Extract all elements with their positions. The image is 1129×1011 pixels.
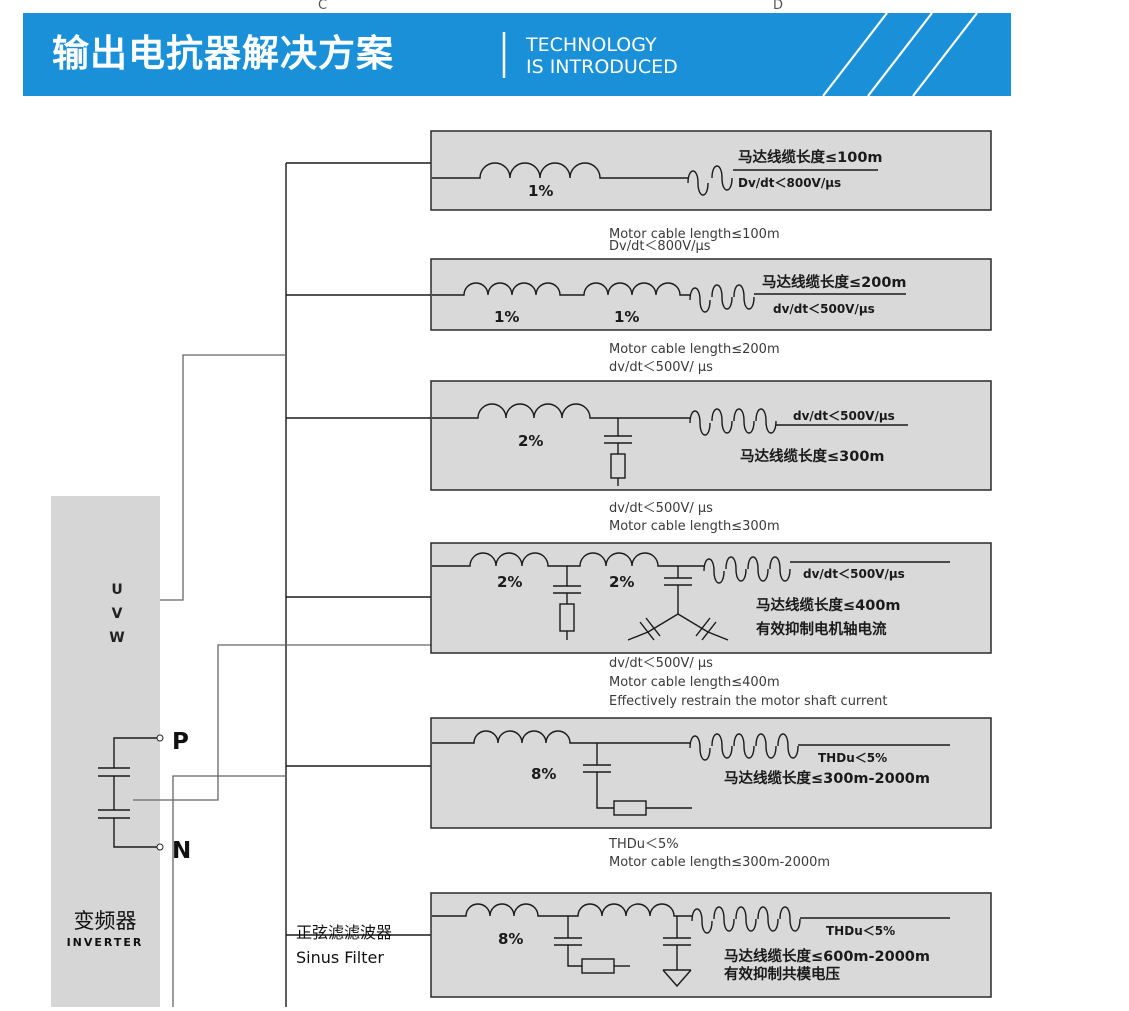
thdu-spec: THDu＜5% bbox=[818, 751, 887, 765]
cable-wave-icon bbox=[687, 165, 733, 196]
banner-title: 输出电抗器解决方案 bbox=[52, 32, 394, 75]
solution-3: 2% dv/dt＜500V/μs 马达线缆长度≤300m bbox=[430, 380, 992, 491]
reactor-pct-1: 1% bbox=[494, 308, 519, 326]
solution-4-en-line-3: Effectively restrain the motor shaft cur… bbox=[609, 694, 887, 709]
shaft-current-note-cn: 有效抑制电机轴电流 bbox=[756, 620, 887, 638]
cable-wave-icon bbox=[689, 284, 755, 313]
capacitor-resistor-icon bbox=[553, 566, 581, 640]
banner-slash-icons bbox=[822, 12, 978, 97]
reactor-coil-icon bbox=[432, 282, 690, 296]
reactor-pct-1: 2% bbox=[518, 432, 543, 450]
reactor-pct-2: 2% bbox=[609, 573, 634, 591]
title-banner: 输出电抗器解决方案 TECHNOLOGY IS INTRODUCED bbox=[23, 12, 1011, 97]
cable-length-cn: 马达线缆长度≤600m-2000m bbox=[724, 947, 930, 965]
solution-1-en-line-1: Motor cable length≤100m bbox=[609, 227, 780, 242]
terminal-n-dot bbox=[156, 843, 164, 851]
solution-2-en-line-2: dv/dt＜500V/ μs bbox=[609, 360, 713, 375]
terminal-p-dot bbox=[156, 734, 164, 742]
solution-1: 1% 马达线缆长度≤100m Dv/dt＜800V/μs bbox=[430, 130, 992, 211]
grounding-capacitor-icon bbox=[627, 566, 729, 641]
reactor-coil-icon bbox=[432, 552, 704, 567]
banner-sub-1: TECHNOLOGY bbox=[525, 34, 657, 56]
cable-wave-icon bbox=[689, 733, 799, 761]
reactor-pct-2: 1% bbox=[614, 308, 639, 326]
terminal-u: U bbox=[111, 582, 122, 598]
solution-3-box bbox=[430, 380, 992, 491]
reactor-coil-icon bbox=[432, 903, 692, 917]
top-letter-d: D bbox=[773, 0, 783, 13]
terminal-p-label: P bbox=[172, 729, 189, 755]
cable-wave-icon bbox=[689, 408, 777, 436]
reactor-pct-1: 8% bbox=[531, 765, 556, 783]
cable-wave-icon bbox=[691, 906, 801, 934]
capacitor-resistor-icon bbox=[604, 418, 632, 486]
terminal-v: V bbox=[112, 606, 123, 622]
capacitor-resistor-icon bbox=[554, 916, 630, 974]
solution-4-en-line-1: dv/dt＜500V/ μs bbox=[609, 656, 713, 671]
cable-length-cn: 马达线缆长度≤200m bbox=[762, 273, 907, 291]
inverter-block: U V W 变频器 INVERTER bbox=[51, 496, 164, 1007]
reactor-pct-1: 1% bbox=[528, 182, 553, 200]
reactor-coil-icon bbox=[432, 403, 690, 419]
banner-sub-2: IS INTRODUCED bbox=[526, 56, 678, 78]
solution-6-box bbox=[430, 892, 992, 998]
dvdt-spec: dv/dt＜500V/μs bbox=[803, 567, 905, 581]
solution-2-en-line-1: Motor cable length≤200m bbox=[609, 342, 780, 357]
sinus-filter-label-en: Sinus Filter bbox=[296, 948, 384, 967]
inverter-body bbox=[51, 496, 160, 1007]
solution-3-en-line-1: dv/dt＜500V/ μs bbox=[609, 501, 713, 516]
reactor-pct-1: 8% bbox=[498, 930, 523, 948]
capacitor-resistor-icon bbox=[583, 743, 692, 816]
terminal-w: W bbox=[109, 630, 124, 646]
solution-2: 1% 1% 马达线缆长度≤200m dv/dt＜500V/μs bbox=[430, 258, 992, 331]
dvdt-spec: Dv/dt＜800V/μs bbox=[738, 176, 841, 190]
solution-5-en-line-1: THDu＜5% bbox=[608, 837, 679, 852]
solution-5-en-line-2: Motor cable length≤300m-2000m bbox=[609, 855, 830, 870]
solution-5: 8% THDu＜5% 马达线缆长度≤300m-2000m bbox=[430, 717, 992, 829]
solution-1-box bbox=[430, 130, 992, 211]
ground-capacitor-icon bbox=[662, 916, 692, 988]
inverter-name-en: INVERTER bbox=[67, 936, 144, 949]
dvdt-spec: dv/dt＜500V/μs bbox=[793, 409, 895, 423]
cable-length-cn: 马达线缆长度≤400m bbox=[756, 596, 901, 614]
cable-length-cn: 马达线缆长度≤300m bbox=[740, 447, 885, 465]
solution-6: 8% THDu＜5% 马达线缆长度≤600m-2000m 有效抑制共模电压 bbox=[430, 892, 992, 998]
cable-length-cn: 马达线缆长度≤300m-2000m bbox=[724, 769, 930, 787]
connection-wires bbox=[133, 162, 432, 1007]
solution-4: 2% 2% dv/dt＜500V/μs 马达线缆长度≤400m 有效抑制电机轴电… bbox=[430, 542, 992, 654]
cable-length-cn: 马达线缆长度≤100m bbox=[738, 148, 883, 166]
solution-1-en-line-2: Dv/dt＜800V/μs bbox=[609, 239, 711, 254]
banner-background bbox=[23, 13, 1011, 96]
solution-4-en-line-2: Motor cable length≤400m bbox=[609, 675, 780, 690]
cable-wave-icon bbox=[703, 556, 791, 584]
solution-3-en-line-2: Motor cable length≤300m bbox=[609, 519, 780, 534]
thdu-spec: THDu＜5% bbox=[826, 924, 895, 938]
reactor-coil-icon bbox=[432, 730, 690, 744]
sinus-filter-label-cn: 正弦滤滤波器 bbox=[296, 923, 392, 942]
common-mode-note-cn: 有效抑制共模电压 bbox=[724, 965, 840, 983]
top-letter-c: C bbox=[318, 0, 327, 13]
reactor-coil-icon bbox=[432, 162, 688, 179]
dvdt-spec: dv/dt＜500V/μs bbox=[773, 302, 875, 316]
inverter-name-cn: 变频器 bbox=[74, 909, 137, 933]
terminal-n-label: N bbox=[172, 838, 191, 864]
reactor-pct-1: 2% bbox=[497, 573, 522, 591]
dc-bus-capacitor-icon bbox=[98, 737, 158, 848]
